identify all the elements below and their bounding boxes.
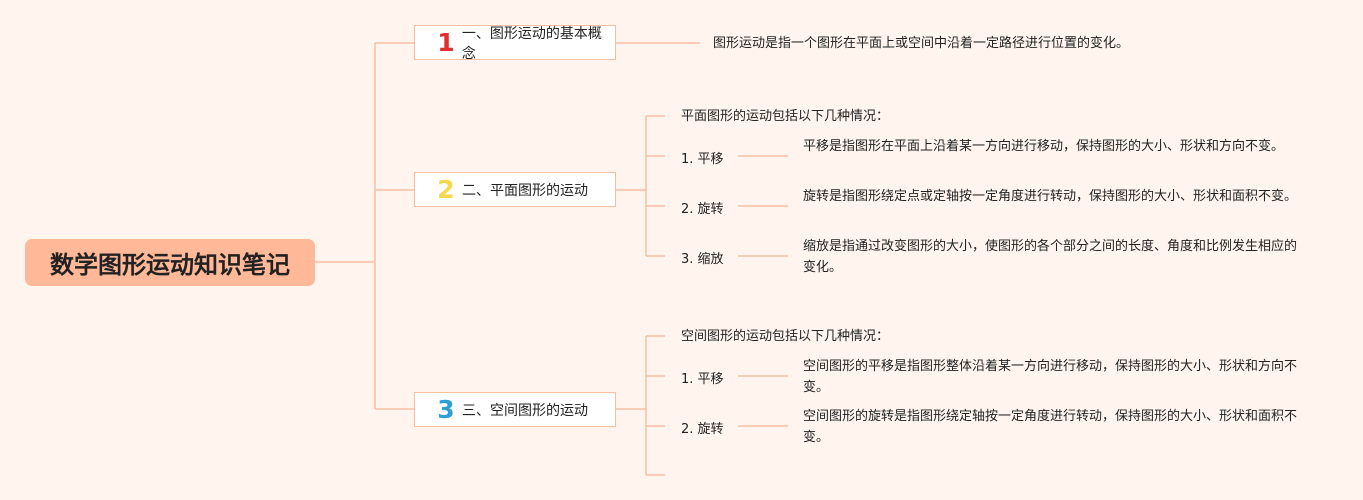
root-title: 数学图形运动知识笔记 <box>50 251 290 279</box>
branch-3-item-1-label: 1. 平移 <box>681 372 724 387</box>
branch-1-node[interactable]: 1 一、图形运动的基本概念 <box>414 25 616 62</box>
branch-1-number: 1 <box>437 28 455 57</box>
branch-1-description: 图形运动是指一个图形在平面上或空间中沿着一定路径进行位置的变化。 <box>713 36 1130 51</box>
root-node[interactable]: 数学图形运动知识笔记 <box>25 239 315 286</box>
branch-2-item-3-text: 缩放是指通过改变图形的大小，使图形的各个部分之间的长度、角度和比例发生相应的变化… <box>803 239 1298 275</box>
branch-2-label: 二、平面图形的运动 <box>462 182 588 199</box>
branch-3-item-2-label: 2. 旋转 <box>681 422 724 437</box>
branch-2-item-1-text: 平移是指图形在平面上沿着某一方向进行移动，保持图形的大小、形状和方向不变。 <box>803 139 1285 154</box>
branch-2-intro: 平面图形的运动包括以下几种情况： <box>681 109 890 124</box>
branch-3-label: 三、空间图形的运动 <box>462 402 588 419</box>
branch-3-intro: 空间图形的运动包括以下几种情况： <box>681 329 890 344</box>
branch-3-item-1-text: 空间图形的平移是指图形整体沿着某一方向进行移动，保持图形的大小、形状和方向不变。 <box>803 359 1298 395</box>
branch-2-item-2-text: 旋转是指图形绕定点或定轴按一定角度进行转动，保持图形的大小、形状和面积不变。 <box>803 189 1298 204</box>
branch-1-label: 一、图形运动的基本概念 <box>461 25 602 62</box>
branch-2-item-2-label: 2. 旋转 <box>681 202 724 217</box>
branch-2-item-1-label: 1. 平移 <box>681 152 724 167</box>
branch-3-number: 3 <box>437 395 455 424</box>
branch-2-item-3-label: 3. 缩放 <box>681 252 724 267</box>
branch-3-node[interactable]: 3 三、空间图形的运动 <box>414 392 616 427</box>
branch-2-number: 2 <box>437 175 455 204</box>
branch-2-node[interactable]: 2 二、平面图形的运动 <box>414 172 616 207</box>
branch-3-item-2-text: 空间图形的旋转是指图形绕定轴按一定角度进行转动，保持图形的大小、形状和面积不变。 <box>803 409 1298 445</box>
